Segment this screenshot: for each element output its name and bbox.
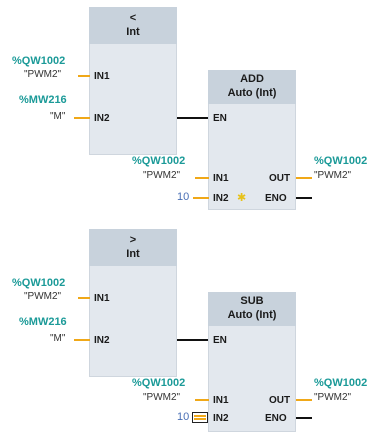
eno-wire: [296, 197, 312, 199]
add-in2-pin: IN2: [213, 193, 229, 204]
out-wire: [296, 177, 312, 179]
out-operand-name[interactable]: "PWM2": [314, 392, 352, 403]
sub-in2-constant[interactable]: 10: [177, 411, 190, 423]
add-in1-wire: [195, 177, 209, 179]
compare-type[interactable]: Int: [126, 26, 140, 38]
out-pin: OUT: [269, 173, 291, 184]
compare-in1-operand-name[interactable]: "PWM2": [24, 69, 62, 80]
compare-in2-pin: IN2: [94, 335, 110, 346]
add-in1-pin: IN1: [213, 173, 229, 184]
math-op: SUB: [240, 295, 264, 307]
add-in1-operand-address[interactable]: %QW1002: [132, 155, 186, 167]
compare-in2-operand-address[interactable]: %MW216: [19, 316, 67, 328]
en-pin: EN: [213, 335, 227, 346]
math-type[interactable]: Auto (Int): [227, 309, 277, 321]
compare-in1-operand-name[interactable]: "PWM2": [24, 291, 62, 302]
out-wire: [296, 399, 312, 401]
add-in2-constant[interactable]: 10: [177, 191, 190, 203]
sub-in2-pin: IN2: [213, 413, 229, 424]
en-pin: EN: [213, 113, 227, 124]
compare-in1-wire: [78, 75, 90, 77]
add-block-header[interactable]: ADD Auto (Int): [208, 70, 296, 104]
eno-wire: [296, 417, 312, 419]
math-op: ADD: [240, 73, 264, 85]
compare-in2-wire: [74, 339, 90, 341]
compare-block-header[interactable]: > Int: [89, 229, 177, 266]
compare-symbol: >: [129, 234, 137, 246]
compare-block-header[interactable]: < Int: [89, 7, 177, 44]
star-icon: ✱: [237, 192, 247, 204]
math-type[interactable]: Auto (Int): [227, 87, 277, 99]
sub-in1-operand-name[interactable]: "PWM2": [143, 392, 181, 403]
compare-in1-wire: [78, 297, 90, 299]
compare-in1-operand-address[interactable]: %QW1002: [12, 277, 66, 289]
compare-in2-operand-name[interactable]: "M": [50, 333, 66, 344]
power-flow-wire: [177, 339, 208, 341]
compare-in2-pin: IN2: [94, 113, 110, 124]
add-in1-operand-name[interactable]: "PWM2": [143, 170, 181, 181]
breakpoint-icon[interactable]: [192, 412, 208, 423]
eno-pin: ENO: [265, 193, 287, 204]
compare-in1-operand-address[interactable]: %QW1002: [12, 55, 66, 67]
sub-block-header[interactable]: SUB Auto (Int): [208, 292, 296, 326]
compare-in1-pin: IN1: [94, 71, 110, 82]
compare-in2-operand-name[interactable]: "M": [50, 111, 66, 122]
out-operand-address[interactable]: %QW1002: [314, 155, 368, 167]
power-flow-wire: [177, 117, 208, 119]
out-pin: OUT: [269, 395, 291, 406]
add-in2-wire: [193, 197, 209, 199]
compare-in1-pin: IN1: [94, 293, 110, 304]
sub-in1-wire: [195, 399, 209, 401]
out-operand-address[interactable]: %QW1002: [314, 377, 368, 389]
compare-type[interactable]: Int: [126, 248, 140, 260]
compare-in2-operand-address[interactable]: %MW216: [19, 94, 67, 106]
out-operand-name[interactable]: "PWM2": [314, 170, 352, 181]
compare-symbol: <: [129, 12, 137, 24]
compare-in2-wire: [74, 117, 90, 119]
eno-pin: ENO: [265, 413, 287, 424]
sub-in1-operand-address[interactable]: %QW1002: [132, 377, 186, 389]
sub-in1-pin: IN1: [213, 395, 229, 406]
